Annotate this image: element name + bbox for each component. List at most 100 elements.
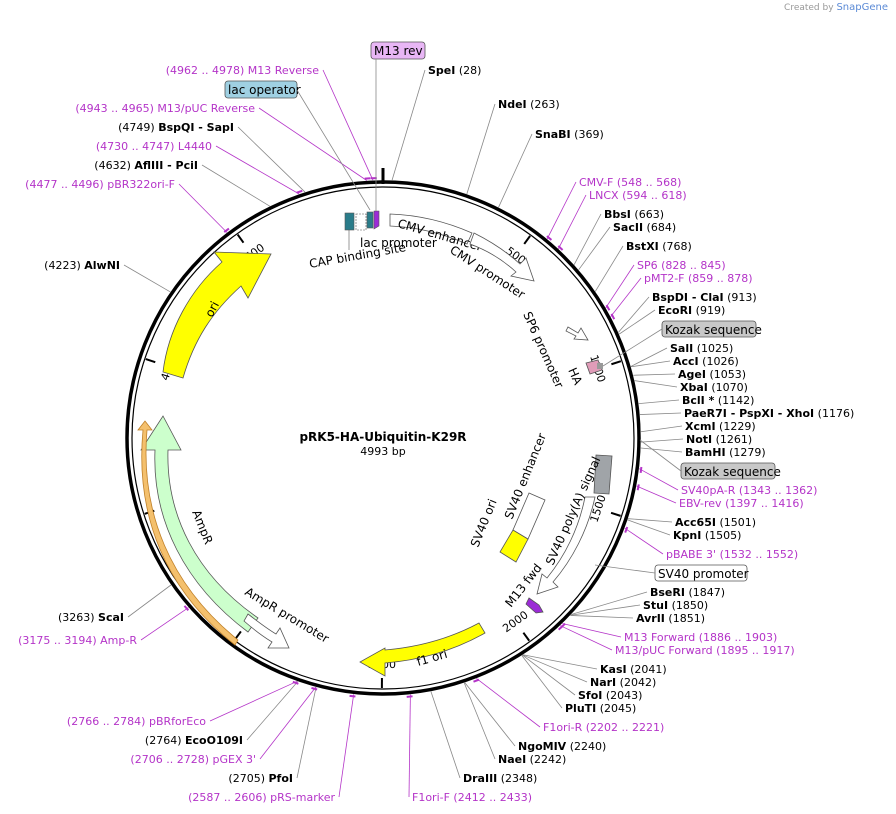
- annotation-50[interactable]: (4730 .. 4747) L4440: [96, 140, 212, 153]
- annotation-part: (4730 .. 4747): [96, 140, 178, 153]
- annotation-33[interactable]: SfoI (2043): [578, 689, 642, 702]
- annotation-32[interactable]: NarI (2042): [590, 676, 656, 689]
- sv40-polya-arrow[interactable]: [536, 496, 596, 595]
- sv40-enhancer-feature[interactable]: [512, 492, 546, 540]
- annotation-part: LNCX: [589, 189, 619, 202]
- annotation-3[interactable]: CMV-F (548 .. 568): [579, 176, 681, 189]
- annotation-28[interactable]: AvrII (1851): [636, 612, 705, 625]
- annotation-9[interactable]: pMT2-F (859 .. 878): [644, 272, 753, 285]
- annotation-30[interactable]: M13/pUC Forward (1895 .. 1917): [615, 644, 795, 657]
- m13-rev-feature[interactable]: [373, 210, 380, 230]
- annotation-5[interactable]: BbsI (663): [604, 208, 664, 221]
- annotation-24[interactable]: KpnI (1505): [673, 529, 741, 542]
- annotation-part: (1886 .. 1903): [695, 631, 777, 644]
- annotation-52[interactable]: (4943 .. 4965) M13/pUC Reverse: [75, 102, 255, 115]
- annotation-14[interactable]: AgeI (1053): [678, 368, 746, 381]
- lac-operator-feature[interactable]: [366, 211, 374, 229]
- cmv-promoter-arrow[interactable]: [469, 232, 535, 282]
- annotation-part: (2412 .. 2433): [450, 791, 532, 804]
- tick-label: 2000: [500, 608, 530, 635]
- annotation-36[interactable]: NgoMIV (2240): [518, 740, 606, 753]
- annotation-21[interactable]: SV40pA-R (1343 .. 1362): [681, 484, 817, 497]
- primer-mark-22: [636, 484, 640, 491]
- leader-18: [640, 425, 683, 433]
- primer-mark-9: [610, 313, 616, 320]
- annotation-part: XcmI: [685, 420, 716, 433]
- annotation-15[interactable]: XbaI (1070): [680, 381, 748, 394]
- m13rev-box[interactable]: [370, 41, 426, 60]
- annotation-37[interactable]: NaeI (2242): [498, 753, 566, 766]
- annotation-48[interactable]: (4477 .. 4496) pBR322ori-F: [25, 178, 175, 191]
- leader-22: [636, 485, 677, 504]
- sp6-promoter-arrow[interactable]: [565, 326, 589, 341]
- annotation-1[interactable]: NdeI (263): [498, 98, 560, 111]
- cap-site-feature[interactable]: [344, 212, 355, 231]
- annotation-25[interactable]: pBABE 3' (1532 .. 1552): [666, 548, 798, 561]
- annotation-10[interactable]: BspDI - ClaI (913): [652, 291, 757, 304]
- annotation-12[interactable]: SalI (1025): [670, 342, 733, 355]
- annotation-part: (3175 .. 3194): [18, 634, 100, 647]
- annotation-part: (1261): [712, 433, 752, 446]
- annotation-51[interactable]: (4749) BspQI - SapI: [118, 121, 234, 134]
- sv40-polya-feature[interactable]: [593, 454, 613, 495]
- annotation-53[interactable]: (4962 .. 4978) M13 Reverse: [166, 64, 319, 77]
- annotation-part: (548 .. 568): [613, 176, 681, 189]
- annotation-47[interactable]: (4223) AlwNI: [44, 259, 120, 272]
- leader-37: [463, 682, 496, 760]
- annotation-part: KpnI: [673, 529, 701, 542]
- ori-arrow[interactable]: [162, 251, 272, 379]
- lac-promoter-feature[interactable]: [355, 213, 367, 231]
- annotation-20[interactable]: BamHI (1279): [685, 446, 766, 459]
- annotation-49[interactable]: (4632) AflIII - PciI: [94, 159, 198, 172]
- annotation-part: (828 .. 845): [658, 259, 726, 272]
- annotation-42[interactable]: (2706 .. 2728) pGEX 3': [130, 753, 256, 766]
- annotation-45[interactable]: (3175 .. 3194) Amp-R: [18, 634, 137, 647]
- annotation-17[interactable]: PaeR7I - PspXI - XhoI (1176): [684, 407, 854, 420]
- annotation-0[interactable]: SpeI (28): [428, 64, 481, 77]
- ampr-arrow[interactable]: [140, 415, 259, 633]
- annotation-41[interactable]: (2705) PfoI: [228, 772, 293, 785]
- backbone-inner: [131, 186, 635, 690]
- annotation-38[interactable]: DraIII (2348): [463, 772, 537, 785]
- lacop-box[interactable]: [224, 80, 298, 99]
- annotation-44[interactable]: (2766 .. 2784) pBRforEco: [67, 715, 206, 728]
- annotation-part: (2242): [526, 753, 566, 766]
- annotation-29[interactable]: M13 Forward (1886 .. 1903): [624, 631, 777, 644]
- annotation-39[interactable]: F1ori-F (2412 .. 2433): [412, 791, 532, 804]
- annotation-31[interactable]: KasI (2041): [600, 663, 667, 676]
- annotation-part: BbsI: [604, 208, 631, 221]
- leader-25: [624, 527, 664, 555]
- annotation-18[interactable]: XcmI (1229): [685, 420, 756, 433]
- annotation-part: (1501): [716, 516, 756, 529]
- annotation-part: M13 Forward: [624, 631, 695, 644]
- annotation-23[interactable]: Acc65I (1501): [675, 516, 756, 529]
- annotation-part: (1847): [685, 586, 725, 599]
- annotation-11[interactable]: EcoRI (919): [658, 304, 725, 317]
- ampr-promoter-arrow[interactable]: [243, 613, 290, 649]
- leader-31: [522, 654, 598, 670]
- cmv-enhancer-arrow[interactable]: [389, 213, 473, 245]
- annotation-part: (2240): [566, 740, 606, 753]
- annotation-part: (1279): [726, 446, 766, 459]
- annotation-19[interactable]: NotI (1261): [686, 433, 752, 446]
- annotation-35[interactable]: F1ori-R (2202 .. 2221): [543, 721, 664, 734]
- annotation-22[interactable]: EBV-rev (1397 .. 1416): [679, 497, 804, 510]
- annotation-43[interactable]: (2764) EcoO109I: [145, 734, 243, 747]
- annotation-16[interactable]: BclI * (1142): [682, 394, 754, 407]
- f1-ori-arrow[interactable]: [359, 622, 486, 677]
- annotation-13[interactable]: AccI (1026): [673, 355, 739, 368]
- annotation-part: NotI: [686, 433, 712, 446]
- annotation-8[interactable]: SP6 (828 .. 845): [637, 259, 726, 272]
- annotation-2[interactable]: SnaBI (369): [535, 128, 604, 141]
- annotation-27[interactable]: StuI (1850): [643, 599, 708, 612]
- m13-fwd-feature[interactable]: [525, 597, 544, 614]
- annotation-26[interactable]: BseRI (1847): [650, 586, 725, 599]
- primer-mark-42: [311, 687, 318, 691]
- annotation-7[interactable]: BstXI (768): [626, 240, 692, 253]
- annotation-34[interactable]: PluTI (2045): [565, 702, 636, 715]
- annotation-40[interactable]: (2587 .. 2606) pRS-marker: [188, 791, 335, 804]
- annotation-4[interactable]: LNCX (594 .. 618): [589, 189, 687, 202]
- annotation-part: (684): [643, 221, 676, 234]
- annotation-46[interactable]: (3263) ScaI: [58, 611, 124, 624]
- annotation-6[interactable]: SacII (684): [613, 221, 676, 234]
